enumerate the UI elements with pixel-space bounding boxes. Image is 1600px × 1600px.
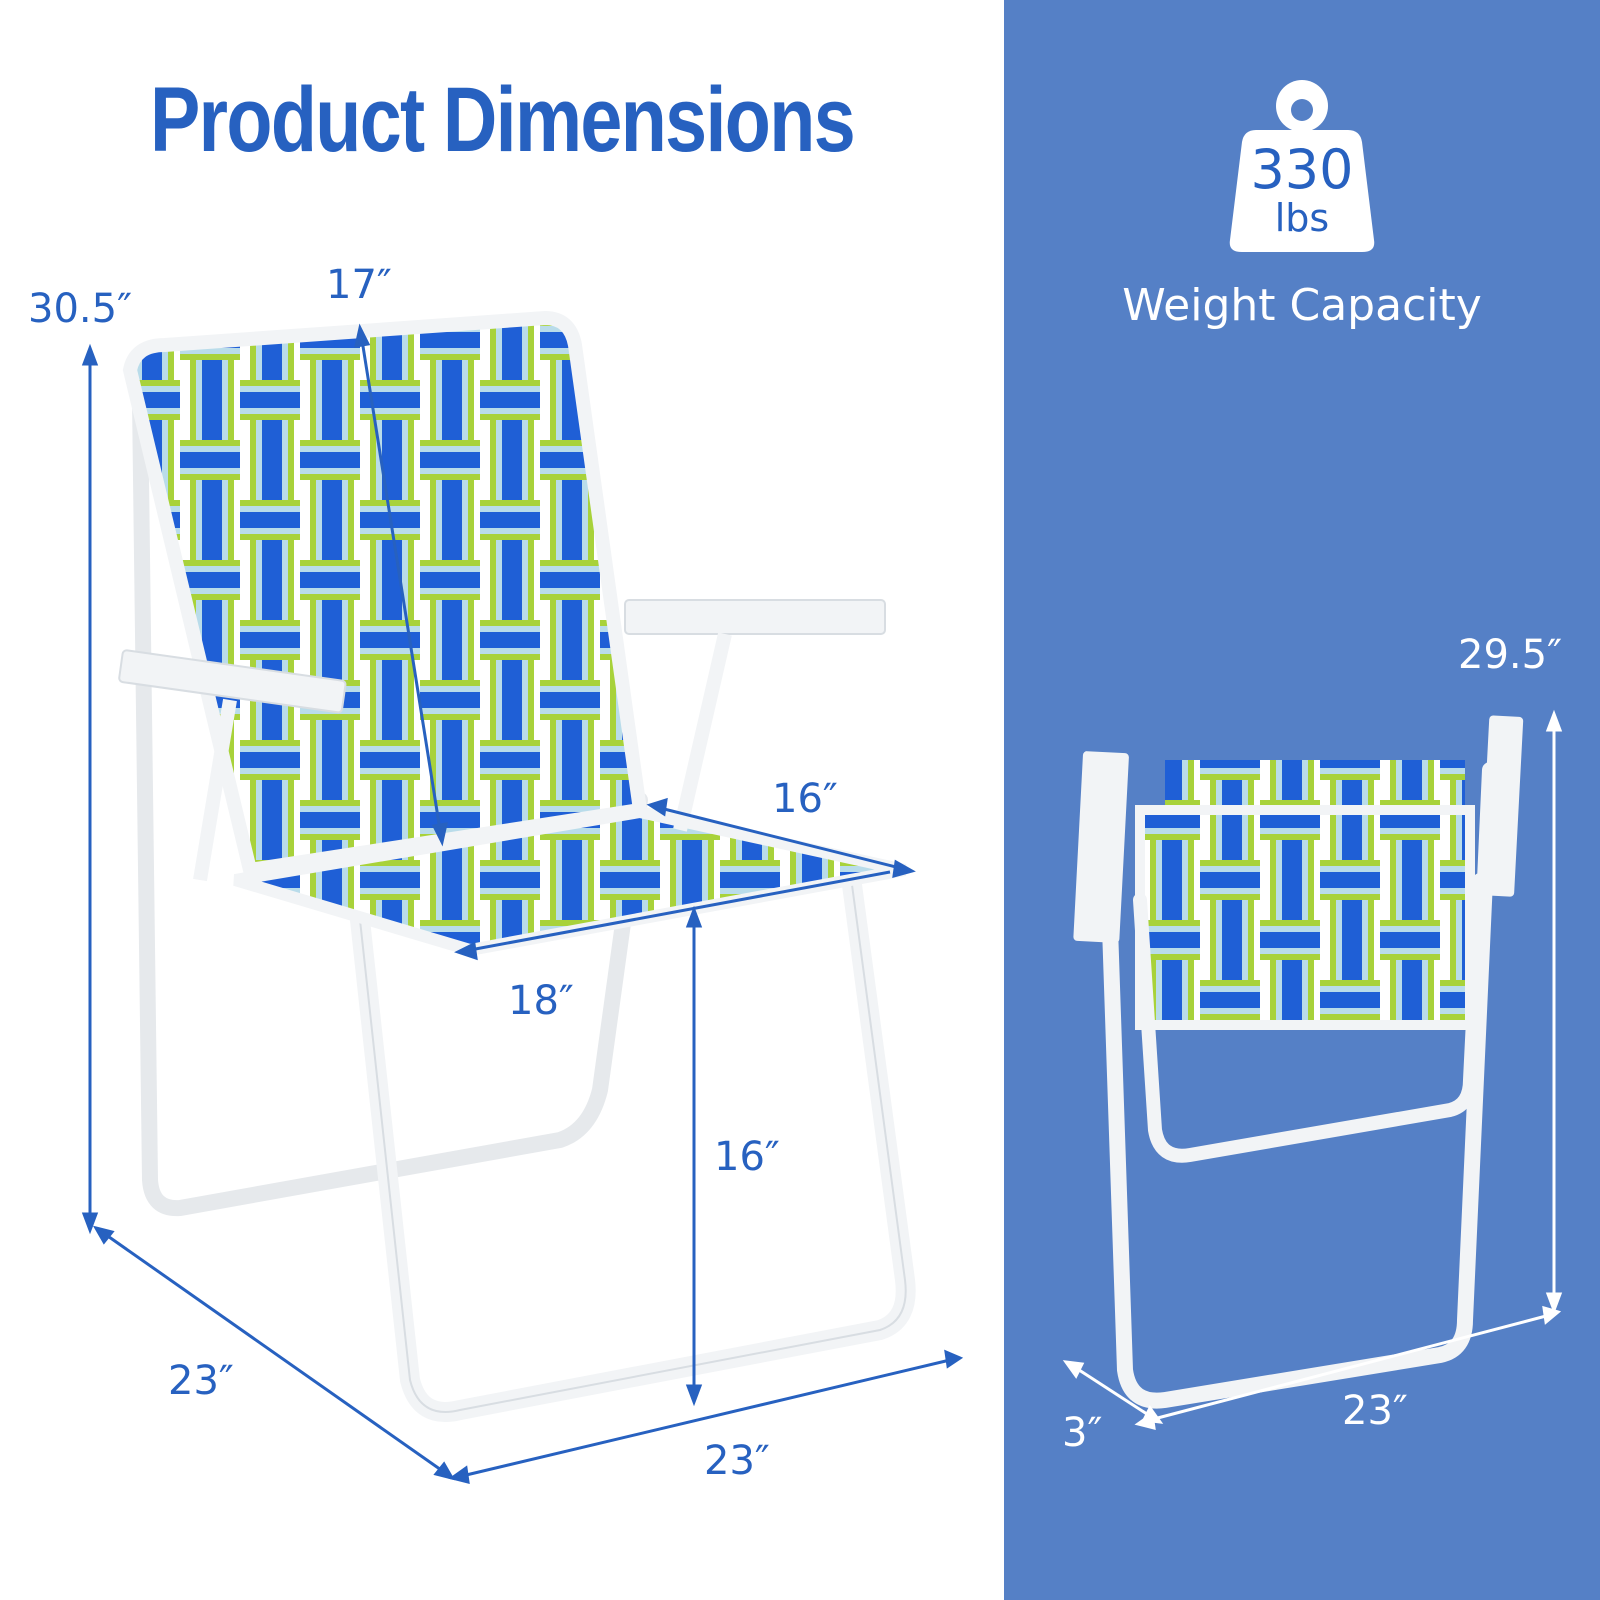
page-title: Product Dimensions bbox=[149, 69, 856, 171]
dimension-backrest-height: 17″ bbox=[326, 262, 392, 308]
dimension-seat-depth: 16″ bbox=[772, 776, 838, 822]
folded-left-armrest bbox=[1073, 751, 1129, 943]
weight-capacity-value: 330 bbox=[1250, 138, 1354, 201]
folded-chair-illustration bbox=[1073, 715, 1524, 1409]
dimension-seat-height: 16″ bbox=[714, 1134, 780, 1180]
dimension-height: 30.5″ bbox=[28, 286, 133, 332]
folded-dimension-thickness: 3″ bbox=[1062, 1410, 1103, 1456]
backrest-webbing bbox=[122, 310, 648, 878]
folded-seat bbox=[1135, 805, 1475, 1030]
weight-capacity-label: Weight Capacity bbox=[1122, 280, 1482, 331]
dimension-base-width: 23″ bbox=[704, 1438, 770, 1484]
left-armrest bbox=[118, 649, 347, 714]
folded-dimension-width: 23″ bbox=[1342, 1388, 1408, 1434]
rear-frame bbox=[132, 392, 648, 1217]
dimension-base-depth: 23″ bbox=[168, 1358, 234, 1404]
dimension-arrows bbox=[81, 323, 964, 1484]
dimension-seat-width: 18″ bbox=[508, 978, 574, 1024]
folded-dimension-height: 29.5″ bbox=[1458, 632, 1563, 678]
folded-frame bbox=[1097, 762, 1498, 1409]
folded-right-armrest bbox=[1480, 715, 1524, 897]
weight-capacity-unit: lbs bbox=[1274, 196, 1330, 240]
folded-dimension-arrows bbox=[1062, 709, 1563, 1430]
weight-icon bbox=[1229, 80, 1375, 252]
front-frame bbox=[350, 860, 916, 1422]
right-armrest bbox=[624, 599, 886, 635]
